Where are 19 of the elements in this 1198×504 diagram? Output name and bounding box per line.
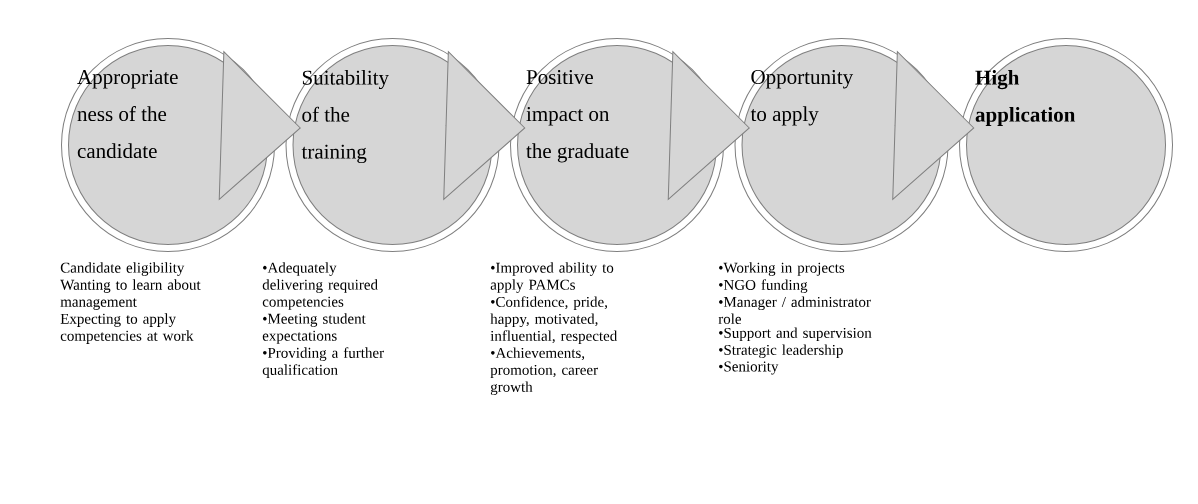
list-item: •Improved ability to apply PAMCs bbox=[490, 262, 614, 293]
chevron-arrow bbox=[443, 51, 526, 200]
list-item: •Working in projects bbox=[719, 262, 845, 276]
list-item: •Support and supervision bbox=[719, 327, 872, 341]
chevron-arrow bbox=[892, 51, 975, 200]
list-item: •Achievements, promotion, career growth bbox=[490, 347, 598, 396]
chevron-arrow bbox=[667, 51, 750, 200]
list-item: •Adequately delivering required competencies bbox=[262, 262, 378, 310]
list-item: •Meeting student expectations bbox=[262, 313, 366, 344]
list-item: Expecting to apply competencies at work bbox=[60, 313, 194, 344]
list-item: •Seniority bbox=[719, 361, 779, 375]
list-item: Candidate eligibility bbox=[60, 262, 185, 276]
list-item: •Strategic leadership bbox=[719, 344, 843, 359]
list-item: •Providing a further qualification bbox=[262, 347, 384, 378]
list-item: •Manager / administrator role bbox=[718, 296, 871, 324]
list-item: •Confidence, pride, happy, motivated, influential, respected bbox=[490, 296, 618, 344]
list-item: •NGO funding bbox=[719, 279, 808, 294]
list-item: Wanting to learn about management bbox=[60, 279, 201, 310]
chevron-arrow bbox=[218, 51, 301, 200]
